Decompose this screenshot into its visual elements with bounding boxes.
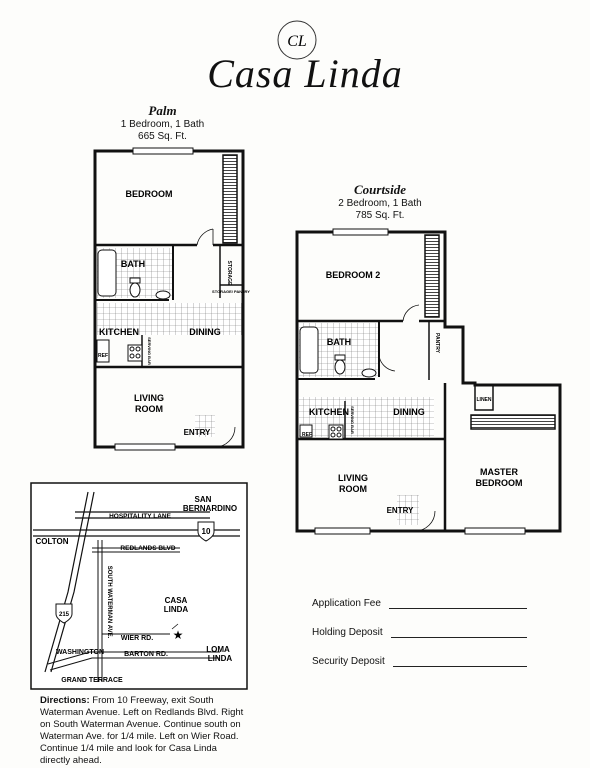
palm-bath-label: BATH [121, 259, 145, 269]
courtside-dining-label: DINING [393, 407, 425, 417]
i10-shield-icon [197, 521, 215, 542]
courtside-linen-label: LINEN [477, 397, 492, 403]
courtside-title: Courtside [353, 182, 406, 197]
courtside-pantry-label: PANTRY [434, 333, 440, 354]
map-casa: CASA [165, 596, 188, 605]
palm-dining-label: DINING [189, 327, 221, 337]
holding-deposit-line[interactable] [390, 627, 527, 638]
map-loma: LOMA [206, 645, 230, 654]
palm-floor-plan: BEDROOM BATH STORAGE STORAGE/ PANTRY KIT… [93, 147, 250, 451]
i10-number: 10 [202, 527, 211, 536]
map-loma-linda: LINDA [208, 654, 233, 663]
palm-room-label: ROOM [135, 404, 163, 414]
courtside-entry-label: ENTRY [387, 506, 414, 515]
courtside-kitchen-label: KITCHEN [309, 407, 349, 417]
courtside-heading: Courtside 2 Bedroom, 1 Bath 785 Sq. Ft. [315, 182, 445, 222]
location-map: ★ 10 215 SAN BERNARDINO HOSPITALITY LANE… [30, 482, 248, 690]
courtside-beds: 2 Bedroom, 1 Bath [338, 198, 422, 209]
map-washington: WASHINGTON [56, 649, 104, 656]
application-fee-line[interactable] [388, 598, 527, 609]
palm-pantry-label: STORAGE/ PANTRY [212, 289, 250, 294]
courtside-floor-plan: BEDROOM 2 BATH PANTRY LINEN KITCHEN DINI… [295, 228, 562, 535]
monogram-logo: CL [277, 20, 317, 60]
courtside-room-label: ROOM [339, 484, 367, 494]
palm-kitchen-label: KITCHEN [99, 327, 139, 337]
courtside-ref-label: REF [302, 432, 312, 438]
map-redlands: REDLANDS BLVD [120, 545, 175, 552]
directions-label: Directions: [40, 695, 90, 706]
palm-living-label: LIVING [134, 393, 164, 403]
map-san: SAN [195, 495, 212, 504]
security-deposit-label: Security Deposit [312, 656, 385, 667]
palm-title: Palm [148, 103, 177, 118]
map-bernardino: BERNARDINO [183, 504, 237, 513]
map-barton: BARTON RD. [124, 651, 168, 658]
palm-beds: 1 Bedroom, 1 Bath [120, 119, 205, 130]
directions-text: From 10 Freeway, exit South Waterman Ave… [40, 695, 244, 766]
palm-entry-label: ENTRY [184, 428, 211, 437]
courtside-serving-bar-label: SERVING BAR [350, 406, 355, 434]
security-deposit-line[interactable] [392, 656, 527, 667]
directions: Directions: From 10 Freeway, exit South … [40, 695, 245, 767]
map-linda: LINDA [164, 605, 189, 614]
palm-bedroom-label: BEDROOM [126, 189, 173, 199]
palm-storage-label: STORAGE [226, 261, 232, 286]
i215-shield-icon [55, 603, 73, 624]
security-deposit-row: Security Deposit [312, 656, 527, 667]
courtside-master-bedroom-label: BEDROOM [476, 478, 523, 488]
courtside-living-label: LIVING [338, 473, 368, 483]
map-wier: WIER RD. [121, 635, 153, 642]
application-fee-label: Application Fee [312, 598, 381, 609]
brand-name: Casa Linda [207, 51, 403, 96]
palm-serving-bar-label: SERVING BAR [147, 337, 152, 365]
application-fee-row: Application Fee [312, 598, 527, 609]
i215-number: 215 [59, 612, 70, 618]
map-waterman: SOUTH WATERMAN AVE. [106, 566, 112, 639]
holding-deposit-row: Holding Deposit [312, 627, 527, 638]
map-grand-terrace: GRAND TERRACE [61, 677, 123, 684]
monogram-text: CL [287, 33, 307, 50]
map-hospitality: HOSPITALITY LANE [109, 513, 172, 520]
map-colton: COLTON [35, 537, 68, 546]
holding-deposit-label: Holding Deposit [312, 627, 383, 638]
casa-linda-star-icon: ★ [173, 628, 184, 642]
palm-heading: Palm 1 Bedroom, 1 Bath 665 Sq. Ft. [100, 103, 225, 143]
courtside-bedroom2-label: BEDROOM 2 [326, 270, 381, 280]
palm-ref-label: REF [98, 353, 108, 359]
courtside-master-label: MASTER [480, 467, 519, 477]
courtside-sqft: 785 Sq. Ft. [355, 210, 405, 221]
palm-sqft: 665 Sq. Ft. [138, 131, 187, 142]
courtside-bath-label: BATH [327, 337, 351, 347]
